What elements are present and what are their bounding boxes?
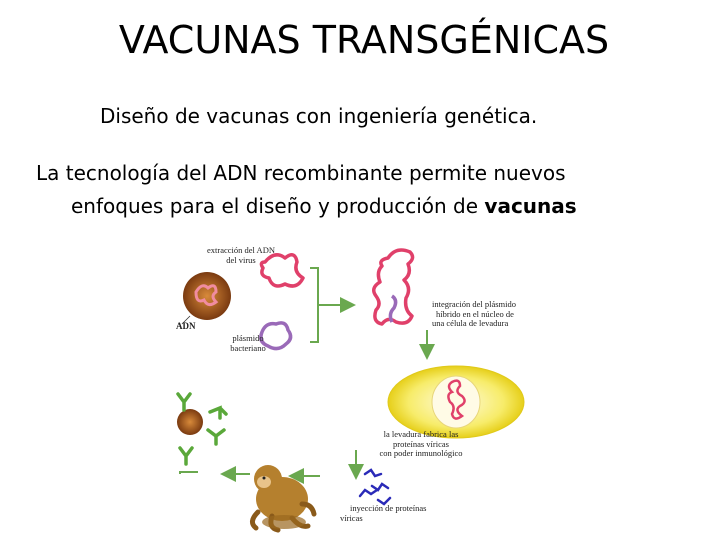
label-injection-line1: inyección de proteínas [350, 503, 427, 513]
slide-title: VACUNAS TRANSGÉNICAS [118, 18, 610, 62]
merge-bracket [310, 267, 336, 343]
label-plasmid: plásmido bacteriano [224, 333, 272, 353]
protein-chains-icon [358, 468, 392, 506]
vaccine-process-diagram: extracción del ADN del virus ADN plásmid… [160, 234, 560, 546]
label-injection-line2: víricas [340, 512, 363, 523]
adn-pointer [181, 315, 191, 325]
hybrid-plasmid-icon [372, 248, 415, 326]
virus-cell-icon [183, 272, 231, 320]
label-integration: integración del plásmido híbrido en el n… [432, 299, 542, 329]
monkey-icon [250, 465, 317, 533]
vacunas-bold: vacunas [484, 194, 577, 218]
body-text: La tecnología del ADN recombinante permi… [36, 157, 716, 223]
label-extraction-line2: del virus [226, 254, 256, 265]
label-integration-line3: una célula de levadura [432, 318, 509, 328]
yeast-cell-icon [387, 365, 525, 439]
virus-dna-icon [259, 253, 305, 288]
plasmid-icon [259, 321, 293, 351]
label-plasmid-line2: bacteriano [230, 342, 266, 353]
antibody-cluster-icon [176, 392, 228, 466]
body-line-1: La tecnología del ADN recombinante permi… [36, 161, 566, 185]
label-extraction: extracción del ADN del virus [206, 245, 276, 265]
label-adn: ADN [176, 321, 196, 331]
label-integration-line1: integración del plásmido [432, 299, 517, 309]
label-extraction-line1: extracción del ADN [207, 245, 275, 255]
label-integration-line2: híbrido en el núcleo de [436, 308, 514, 319]
hybrid-plasmid-purple [388, 294, 398, 323]
label-yeast-line1: la levadura fabrica las [383, 429, 459, 439]
arrow-up-loop [179, 471, 198, 474]
label-plasmid-line1: plásmido [232, 333, 264, 343]
diagram-svg [176, 248, 525, 533]
label-yeast-line3: con poder inmunológico [379, 448, 463, 458]
label-yeast: la levadura fabrica las proteínas vírica… [366, 429, 476, 459]
label-yeast-line2: proteínas víricas [393, 438, 449, 449]
body-line-2-text: enfoques para el diseño y producción de [71, 194, 485, 218]
body-line-2: enfoques para el diseño y producción de … [36, 190, 716, 223]
slide-subtitle: Diseño de vacunas con ingeniería genétic… [100, 104, 538, 128]
label-injection: inyección de proteínas víricas [340, 503, 440, 523]
